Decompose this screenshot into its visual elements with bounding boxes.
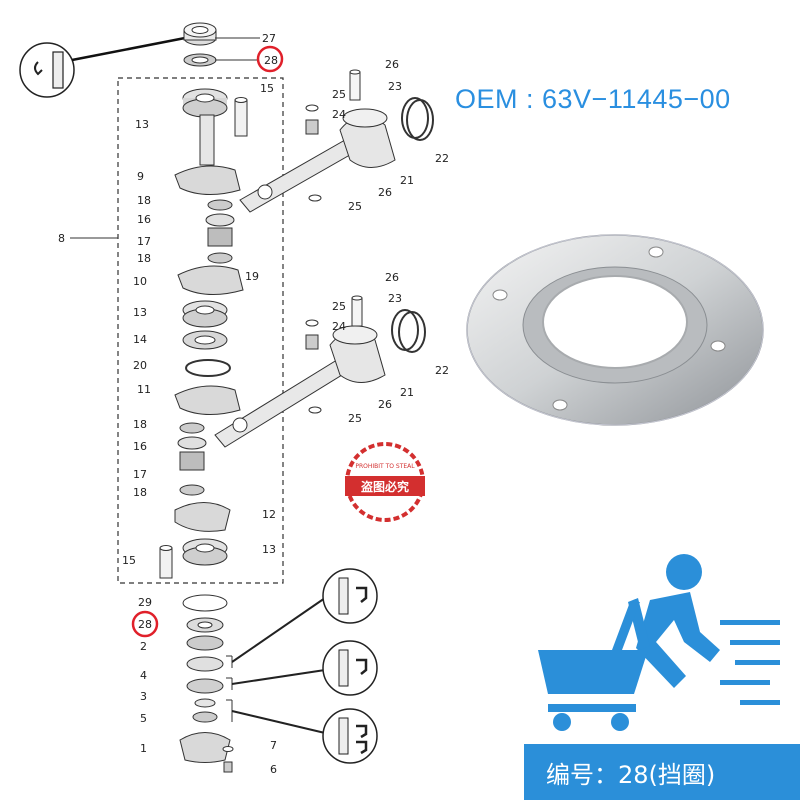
callout-4: 4 (140, 669, 147, 682)
callout-28-bottom: 28 (138, 618, 152, 631)
callout-15-top: 15 (260, 82, 274, 95)
callout-21-b: 21 (400, 386, 414, 399)
callout-3: 3 (140, 690, 147, 703)
callout-16-a: 16 (137, 213, 151, 226)
callout-17-b: 17 (133, 468, 147, 481)
callout-7: 7 (270, 739, 277, 752)
callout-24-b: 24 (332, 320, 346, 333)
stamp-main-text: 盗图必究 (361, 479, 409, 494)
callout-11: 11 (137, 383, 151, 396)
callout-18-b: 18 (137, 252, 151, 265)
callout-26-d: 26 (378, 398, 392, 411)
callout-18-a: 18 (137, 194, 151, 207)
callout-12: 12 (262, 508, 276, 521)
callout-10: 10 (133, 275, 147, 288)
seal-detail-icon (19, 36, 186, 98)
stamp-top-text: PROHIBIT TO STEAL (355, 463, 415, 470)
callout-19: 19 (245, 270, 259, 283)
upper-piston-rod (239, 69, 434, 213)
callout-6: 6 (270, 763, 277, 776)
callout-labels: 27 28 13 15 9 18 16 8 17 18 10 19 13 14 … (58, 32, 449, 776)
callout-21-a: 21 (400, 174, 414, 187)
callout-20: 20 (133, 359, 147, 372)
callout-27: 27 (262, 32, 276, 45)
prohibit-stamp-icon: PROHIBIT TO STEAL 盗图必究 (345, 442, 425, 522)
callout-2: 2 (140, 640, 147, 653)
callout-22-b: 22 (435, 364, 449, 377)
callout-23-a: 23 (388, 80, 402, 93)
highlight-28-top (256, 45, 284, 73)
callout-1: 1 (140, 742, 147, 755)
lower-piston-rod (214, 295, 426, 448)
callout-13-mid: 13 (133, 306, 147, 319)
seal-27 (183, 22, 217, 46)
callout-24-a: 24 (332, 108, 346, 121)
callout-26-b: 26 (378, 186, 392, 199)
callout-8: 8 (58, 232, 65, 245)
callout-28-top: 28 (264, 54, 278, 67)
retainer-plate-photo (466, 234, 764, 426)
callout-26-c: 26 (385, 271, 399, 284)
callout-23-c: 23 (388, 292, 402, 305)
callout-22-a: 22 (435, 152, 449, 165)
crankshaft-assembly-box (117, 77, 284, 584)
callout-18-d: 18 (133, 486, 147, 499)
callout-25-b: 25 (348, 200, 362, 213)
highlight-28-bottom (131, 610, 159, 638)
shopping-cart-runner-icon (538, 554, 780, 731)
callout-25-a: 25 (332, 88, 346, 101)
callout-9: 9 (137, 170, 144, 183)
crankshaft-parts (159, 88, 248, 579)
oem-number: OEM : 63V−11445−00 (455, 84, 731, 114)
part-caption: 编号：28(挡圈) (524, 744, 800, 800)
callout-16-b: 16 (133, 440, 147, 453)
callout-25-d: 25 (348, 412, 362, 425)
lower-seal-detail-icons (231, 568, 378, 764)
callout-5: 5 (140, 712, 147, 725)
callout-18-c: 18 (133, 418, 147, 431)
callout-25-c: 25 (332, 300, 346, 313)
callout-26-a: 26 (385, 58, 399, 71)
callout-13-top: 13 (135, 118, 149, 131)
callout-17-a: 17 (137, 235, 151, 248)
retainer-28-top (183, 53, 217, 67)
callout-13-bottom: 13 (262, 543, 276, 556)
callout-29: 29 (138, 596, 152, 609)
lower-housing-parts (179, 594, 234, 773)
callout-15-bottom: 15 (122, 554, 136, 567)
callout-14: 14 (133, 333, 147, 346)
